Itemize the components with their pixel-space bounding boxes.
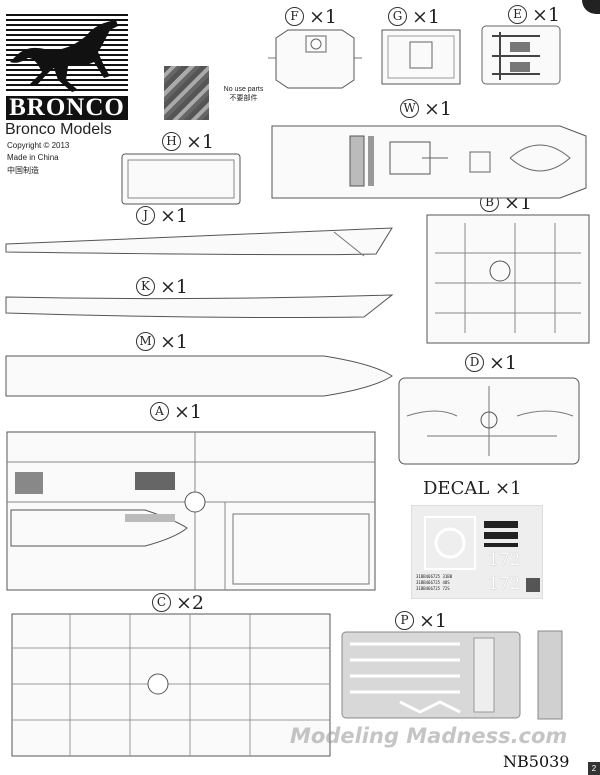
sprue-label-e: E ×1: [508, 4, 560, 26]
made-in-cn: 中国制造: [7, 166, 39, 175]
hull-part-j: [5, 227, 393, 257]
hull-number-decal: 172: [488, 574, 521, 594]
sprue-label-g: G ×1: [388, 6, 440, 28]
code-decal: 31BB466725 48S: [416, 580, 450, 585]
sprue-label-p: P ×1: [395, 610, 447, 632]
sprue-qty: ×1: [160, 205, 189, 227]
code-decals: 31BB466725 31BB 31BB466725 48S 31BB46672…: [416, 574, 452, 592]
sprue-label-a: A ×1: [150, 401, 202, 423]
sprue-letter: M: [136, 332, 155, 351]
photo-etch-fret: [341, 631, 521, 719]
no-use-swatch: [164, 66, 209, 120]
product-code: NB5039: [503, 752, 570, 771]
sprue-qty: ×1: [309, 6, 338, 28]
sprue-qty: ×2: [176, 592, 205, 614]
no-use-legend: No use parts 不要部件: [216, 86, 271, 103]
horse-icon: [10, 20, 118, 92]
sprue-f-drawing: [268, 29, 362, 89]
sprue-qty: ×1: [186, 131, 215, 153]
sprue-label-c: C ×2: [152, 592, 204, 614]
helipad-decal: [424, 516, 476, 570]
sprue-b-drawing: [426, 214, 590, 344]
no-use-text: No use parts: [223, 86, 264, 93]
sprue-d-drawing: [398, 377, 580, 465]
sprue-qty: ×1: [532, 4, 561, 26]
sprue-label-j: J ×1: [136, 205, 188, 227]
decal-sheet: 172 172 31BB466725 31BB 31BB466725 48S 3…: [411, 505, 543, 599]
sprue-qty: ×1: [424, 98, 453, 120]
sprue-qty: ×1: [419, 610, 448, 632]
hull-number-decal: 172: [488, 550, 521, 570]
sprue-label-w: W ×1: [400, 98, 452, 120]
sprue-qty: ×1: [489, 352, 518, 374]
sprue-letter: J: [136, 206, 155, 225]
hull-part-m: [5, 355, 393, 397]
code-decal: 31BB466725 31BB: [416, 574, 453, 579]
brand-name: Bronco Models: [5, 121, 112, 138]
decal-label: DECAL ×1: [423, 478, 522, 499]
sprue-letter: G: [388, 7, 407, 26]
watermark: Modeling Madness.com: [290, 724, 568, 748]
no-use-text-cn: 不要部件: [229, 95, 258, 102]
sprue-letter: E: [508, 5, 527, 24]
logo-wordmark: BRONCO: [6, 95, 128, 120]
sprue-letter: D: [465, 353, 484, 372]
sprue-c-drawing: [11, 613, 331, 757]
sprue-a-drawing: [6, 431, 376, 591]
sprue-letter: C: [152, 593, 171, 612]
code-decal: 31BB466725 72S: [416, 586, 450, 591]
sprue-letter: F: [285, 7, 304, 26]
sprue-qty: ×1: [160, 331, 189, 353]
sprue-label-k: K ×1: [136, 276, 188, 298]
photo-etch-strip: [537, 630, 563, 720]
flag-decals: [484, 521, 518, 547]
sprue-label-h: H ×1: [162, 131, 214, 153]
sprue-letter: A: [150, 402, 169, 421]
sprue-w-drawing: [271, 125, 587, 199]
made-in: Made in China: [7, 153, 59, 162]
sprue-h-drawing: [121, 153, 241, 205]
sprue-letter: K: [136, 277, 155, 296]
sprue-qty: ×1: [174, 401, 203, 423]
sprue-letter: W: [400, 99, 419, 118]
sprue-letter: H: [162, 132, 181, 151]
sprue-label-f: F ×1: [285, 6, 337, 28]
corner-tab-marker: [582, 0, 600, 14]
bronco-logo-decal: [526, 578, 540, 592]
page-number: 2: [588, 762, 600, 775]
copyright: Copyright © 2013: [7, 141, 70, 150]
sprue-qty: ×1: [160, 276, 189, 298]
sprue-qty: ×1: [412, 6, 441, 28]
sprue-letter: P: [395, 611, 414, 630]
sprue-label-d: D ×1: [465, 352, 517, 374]
hull-part-k: [5, 294, 394, 318]
sprue-e-drawing: [481, 25, 561, 85]
sprue-g-drawing: [381, 29, 461, 85]
sprue-label-m: M ×1: [136, 331, 188, 353]
